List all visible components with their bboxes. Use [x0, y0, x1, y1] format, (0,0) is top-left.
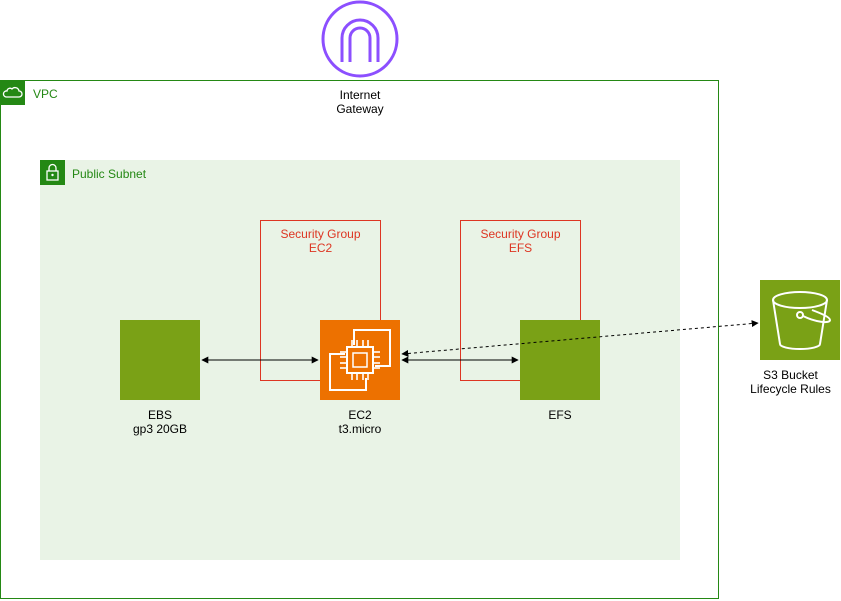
efs-label: EFS — [548, 408, 572, 422]
public-subnet-label: Public Subnet — [72, 167, 147, 181]
s3-label: S3 Bucket Lifecycle Rules — [750, 368, 831, 396]
cloud-icon — [0, 80, 25, 105]
security-group-ec2-label: Security Group EC2 — [280, 227, 361, 255]
internet-gateway-icon — [321, 0, 399, 78]
ebs-icon — [120, 320, 200, 400]
s3-bucket-icon — [760, 280, 840, 360]
ec2-instance-icon — [320, 320, 400, 400]
ec2-label: EC2 t3.micro — [338, 408, 382, 436]
security-group-efs-label: Security Group EFS — [480, 227, 561, 255]
internet-gateway-label: Internet Gateway — [336, 88, 384, 116]
lock-icon — [40, 160, 65, 185]
ebs-label: EBS gp3 20GB — [132, 408, 188, 436]
efs-icon — [520, 320, 600, 400]
vpc-label: VPC — [33, 87, 58, 101]
